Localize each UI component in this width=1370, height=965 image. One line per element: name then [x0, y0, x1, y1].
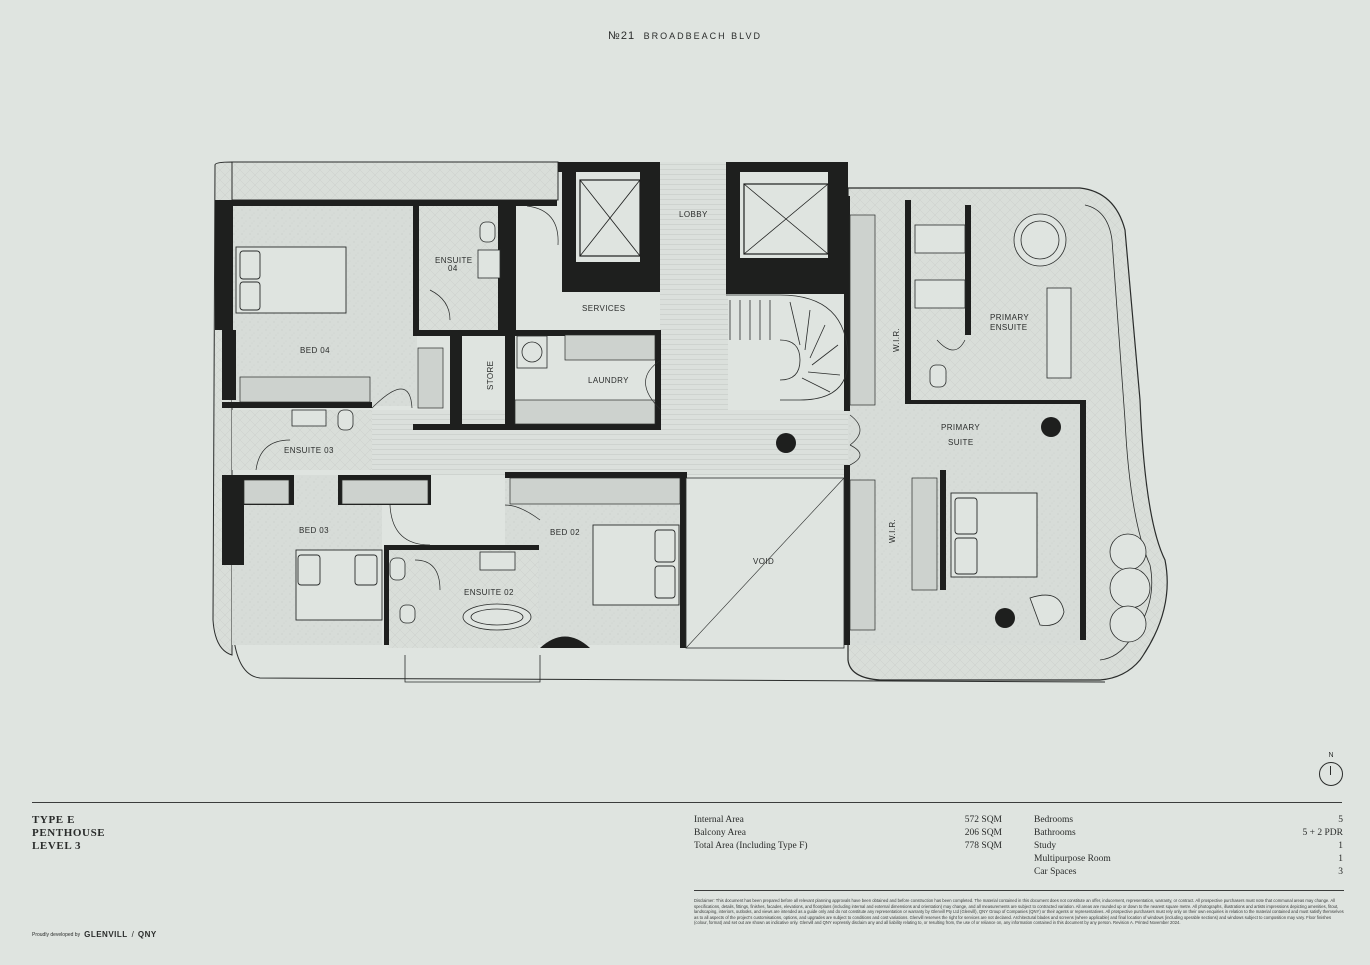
room-label-wir-bottom: W.I.R. [888, 519, 897, 543]
disclaimer-divider [694, 890, 1344, 891]
unit-type-block: TYPE E PENTHOUSE LEVEL 3 [32, 814, 105, 853]
void-area [685, 477, 845, 649]
room-label-store: STORE [486, 361, 495, 390]
spec-value: 1 [1338, 841, 1343, 851]
unit-type-line3: LEVEL 3 [32, 840, 82, 852]
room-label-primary-suite-2: SUITE [948, 438, 974, 447]
lift-left [579, 179, 641, 257]
ensuite02-floor [388, 548, 538, 648]
area-value: 778 SQM [964, 841, 1002, 851]
bed-furniture [235, 246, 1038, 621]
spec-value: 3 [1338, 867, 1343, 877]
developer-logo-qny: QNY [137, 930, 157, 939]
area-table: Internal Area 572 SQM Balcony Area 206 SQM… [694, 814, 1002, 853]
project-number: №21 [608, 30, 636, 42]
room-label-ensuite04: ENSUITE [435, 256, 472, 265]
room-label-ensuite04-num: 04 [448, 264, 458, 273]
developer-logo-glenvill: GLENVILL [84, 930, 128, 939]
room-label-primary-ensuite-2: ENSUITE [990, 323, 1027, 332]
project-street: BROADBEACH BLVD [643, 31, 762, 41]
spec-row: Car Spaces 3 [1034, 866, 1343, 879]
spec-label: Study [1034, 841, 1057, 851]
column [776, 433, 796, 453]
spec-label: Car Spaces [1034, 867, 1077, 877]
lobby-floor [660, 162, 728, 412]
spec-row: Multipurpose Room 1 [1034, 853, 1343, 866]
room-label-primary-ensuite: PRIMARY [990, 313, 1029, 322]
room-label-ensuite02: ENSUITE 02 [464, 588, 514, 597]
spiral-stair [726, 294, 849, 401]
spec-value: 5 [1338, 815, 1343, 825]
developer-prefix: Proudly developed by [32, 931, 81, 938]
joinery [239, 214, 938, 631]
room-label-bed04: BED 04 [300, 346, 330, 355]
area-value: 206 SQM [964, 828, 1002, 838]
north-indicator: N [1318, 752, 1344, 786]
spec-label: Bedrooms [1034, 815, 1074, 825]
spec-label: Bathrooms [1034, 828, 1076, 838]
room-label-bed03: BED 03 [299, 526, 329, 535]
fixtures [291, 213, 1072, 631]
room-label-laundry: LAUNDRY [588, 376, 629, 385]
area-label: Balcony Area [694, 828, 746, 838]
spec-row: Bedrooms 5 [1034, 814, 1343, 827]
spec-table: Bedrooms 5 Bathrooms 5 + 2 PDR Study 1 Mult… [1034, 814, 1343, 879]
unit-type-line2: PENTHOUSE [32, 827, 106, 839]
room-label-void: VOID [753, 557, 774, 566]
area-label: Total Area (Including Type F) [694, 841, 808, 851]
north-label: N [1328, 752, 1334, 759]
room-label-ensuite03: ENSUITE 03 [284, 446, 334, 455]
column [995, 608, 1015, 628]
area-label: Internal Area [694, 815, 744, 825]
area-row: Internal Area 572 SQM [694, 814, 1002, 827]
stair-landing [540, 636, 590, 648]
developer-credit: Proudly developed by GLENVILL / QNY [32, 930, 157, 939]
room-label-lobby: LOBBY [679, 210, 708, 219]
walls [215, 162, 1086, 648]
room-label-wir-top: W.I.R. [892, 328, 901, 352]
area-row: Total Area (Including Type F) 778 SQM [694, 840, 1002, 853]
north-arrow-icon [1319, 762, 1343, 786]
door-swings [255, 205, 966, 591]
area-row: Balcony Area 206 SQM [694, 827, 1002, 840]
developer-separator: / [131, 930, 134, 939]
footer-divider [32, 802, 1342, 803]
spec-value: 5 + 2 PDR [1302, 828, 1343, 838]
unit-type-line1: TYPE E [32, 814, 76, 826]
room-label-bed02: BED 02 [550, 528, 580, 537]
disclaimer-text: Disclaimer: This document has been prepa… [694, 898, 1344, 926]
room-label-primary-suite: PRIMARY [941, 423, 980, 432]
project-title: №21 BROADBEACH BLVD [0, 30, 1370, 42]
lift-right [743, 183, 829, 255]
column [1041, 417, 1061, 437]
spec-row: Bathrooms 5 + 2 PDR [1034, 827, 1343, 840]
balcony-outline [231, 161, 559, 201]
floor-plan: LOBBY BED 04 ENSUITE 04 SERVICES STORE L… [212, 161, 1168, 683]
area-value: 572 SQM [964, 815, 1002, 825]
spec-label: Multipurpose Room [1034, 854, 1111, 864]
balcony-chairs [1029, 533, 1151, 643]
room-label-services: SERVICES [582, 304, 626, 313]
spec-row: Study 1 [1034, 840, 1343, 853]
spec-value: 1 [1338, 854, 1343, 864]
